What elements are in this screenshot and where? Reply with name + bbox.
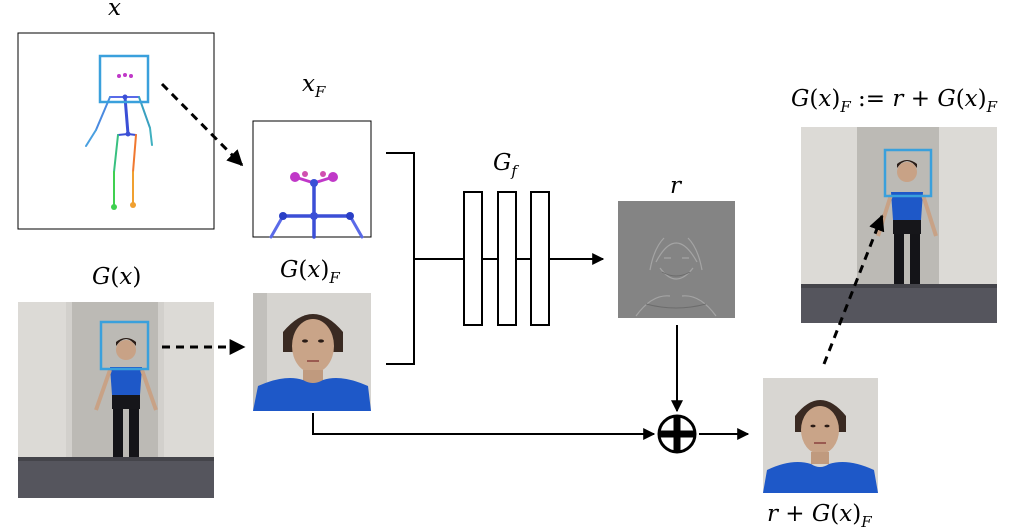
face-crop-box [99, 320, 150, 371]
label-var: r [670, 173, 681, 199]
label-x: x [108, 0, 121, 20]
label-paren: ( [955, 86, 965, 112]
label-g-f: Gf [493, 152, 517, 179]
merge-bracket [386, 152, 415, 365]
label-paren: ( [809, 86, 819, 112]
label-subscript: F [861, 513, 872, 531]
label-operator: := [850, 86, 893, 112]
label-var: x [307, 257, 321, 283]
label-var: x [108, 0, 121, 21]
label-update-rule: G(x)F := r + G(x)F [791, 88, 997, 115]
label-operator: + [903, 86, 938, 112]
label-paren: ) [132, 264, 142, 290]
label-paren: ( [298, 257, 308, 283]
label-paren: ( [830, 501, 840, 527]
generated-image-gx [18, 302, 214, 498]
label-func: G [937, 86, 956, 112]
label-x-f: xF [302, 73, 325, 100]
label-operator: + [778, 501, 812, 527]
label-func: G [791, 86, 810, 112]
face-crop-box [883, 148, 933, 198]
label-subscript: F [840, 98, 851, 116]
residual-image-r [618, 201, 735, 318]
label-func: G [92, 264, 111, 290]
label-subscript: f [511, 162, 517, 180]
label-var: r [892, 86, 904, 112]
label-var: x [839, 501, 853, 527]
label-func: G [280, 257, 299, 283]
dashed-arrow-icon [822, 214, 885, 365]
label-paren: ( [110, 264, 120, 290]
face-crop-gxf [253, 293, 371, 411]
label-var: x [119, 264, 133, 290]
label-subscript: F [314, 83, 326, 101]
label-g-x-f: G(x)F [280, 259, 340, 286]
label-func: G [493, 150, 512, 176]
arrow-line [312, 413, 656, 440]
label-g-x: G(x) [92, 266, 141, 289]
label-paren: ) [852, 501, 862, 527]
label-subscript: F [986, 98, 998, 116]
label-paren: ) [320, 257, 330, 283]
label-paren: ) [977, 86, 987, 112]
label-var: r [767, 501, 778, 527]
face-crop-box [98, 54, 150, 104]
label-var: x [964, 86, 978, 112]
pose-crop-xf [252, 120, 372, 239]
label-paren: ) [831, 86, 841, 112]
dashed-arrow-icon [160, 82, 244, 167]
label-subscript: F [329, 269, 340, 287]
generator-gf [463, 191, 550, 326]
refined-face [763, 378, 878, 493]
label-var: x [818, 86, 832, 112]
plus-circle-icon [657, 414, 697, 454]
person-figure [94, 338, 158, 457]
label-func: G [811, 501, 831, 527]
pose-crop-skeleton [269, 171, 364, 239]
connectors [160, 82, 885, 440]
label-var: x [302, 71, 315, 97]
label-sum: r + G(x)F [767, 503, 872, 530]
updated-output-image [801, 127, 997, 323]
label-r: r [670, 175, 681, 198]
pose-image-x [17, 32, 215, 230]
